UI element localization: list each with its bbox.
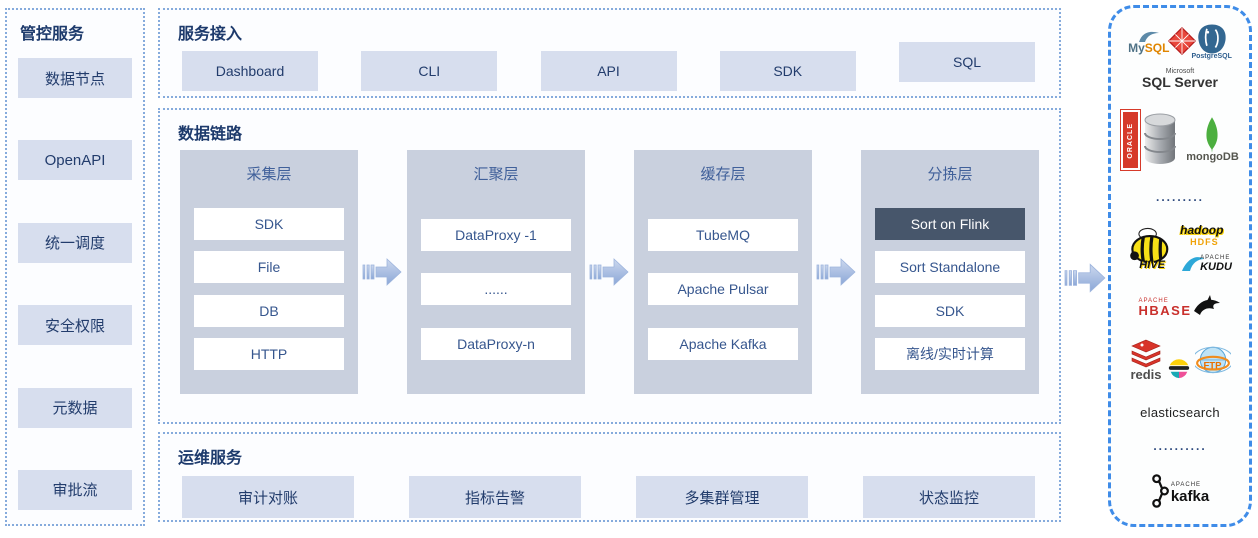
ecosystem-panel: MySQL PostgreSQL Microsoft SQL Server O [1108, 5, 1252, 527]
service-access-panel: 服务接入 Dashboard CLI API SDK SQL [158, 8, 1061, 98]
management-items: 数据节点 OpenAPI 统一调度 安全权限 元数据 审批流 [18, 58, 132, 510]
flow-arrow-icon [816, 258, 856, 286]
microsoft-sqlserver-label: Microsoft SQL Server [1141, 68, 1218, 91]
sort-box-offline-realtime: 离线/实时计算 [875, 338, 1025, 371]
service-access-title: 服务接入 [178, 26, 243, 43]
sidebar-item-approval: 审批流 [18, 469, 132, 510]
management-panel: 管控服务 数据节点 OpenAPI 统一调度 安全权限 元数据 审批流 [5, 8, 145, 526]
data-link-panel: 数据链路 采集层 SDK File DB HTTP 汇聚层 [158, 108, 1061, 424]
flow-arrow-icon [589, 258, 629, 286]
sidebar-item-scheduling: 统一调度 [18, 222, 132, 263]
mongodb-logo: mongoDB [1186, 117, 1239, 163]
access-item-cli: CLI [361, 51, 498, 91]
ops-panel: 运维服务 审计对账 指标告警 多集群管理 状态监控 [158, 432, 1061, 522]
flow-arrow-icon [362, 258, 402, 286]
ops-item-audit: 审计对账 [182, 476, 354, 518]
mysql-logo: MySQL [1128, 30, 1169, 54]
access-item-api: API [540, 51, 677, 91]
column-collection-layer: 采集层 SDK File DB HTTP [180, 150, 358, 394]
sidebar-item-openapi: OpenAPI [18, 140, 132, 181]
collection-box-file: File [194, 251, 344, 284]
data-link-columns: 采集层 SDK File DB HTTP 汇聚层 DataProxy -1 [180, 150, 1039, 394]
ops-item-status-monitor: 状态监控 [863, 476, 1035, 518]
sort-box-sort-standalone: Sort Standalone [875, 251, 1025, 284]
access-item-dashboard: Dashboard [182, 51, 318, 91]
service-access-items: Dashboard CLI API SDK SQL [178, 42, 1059, 91]
collection-box-http: HTTP [194, 338, 344, 371]
kafka-logo: APACHE kafka [1151, 472, 1209, 510]
sqlserver-diamond-icon [1168, 26, 1197, 56]
sort-layer-title: 分拣层 [927, 165, 973, 183]
mysql-dolphin-icon [1138, 31, 1159, 42]
hbase-logo: APACHE HBASE [1138, 295, 1221, 317]
ops-items: 审计对账 指标告警 多集群管理 状态监控 [178, 468, 1059, 518]
storage-logo-row: redis FTP [1129, 339, 1231, 382]
cache-box-pulsar: Apache Pulsar [648, 273, 798, 305]
sidebar-item-data-node: 数据节点 [18, 58, 132, 98]
hive-logo: HIVE [1128, 225, 1176, 271]
aggregation-box-ellipsis: ...... [421, 273, 571, 305]
column-sort-layer: 分拣层 Sort on Flink Sort Standalone SDK 离线… [861, 150, 1039, 394]
collection-layer-title: 采集层 [246, 165, 292, 183]
elasticsearch-label: elasticsearch [1140, 404, 1220, 420]
hive-bee-icon [1130, 227, 1169, 264]
aggregation-layer-title: 汇聚层 [473, 165, 519, 183]
sidebar-item-metadata: 元数据 [18, 387, 132, 428]
collection-box-db: DB [194, 294, 344, 327]
postgresql-logo: PostgreSQL [1191, 22, 1232, 60]
cache-box-tubemq: TubeMQ [648, 218, 798, 251]
column-cache-layer: 缓存层 TubeMQ Apache Pulsar Apache Kafka [634, 150, 812, 394]
sort-box-sort-on-flink: Sort on Flink [875, 207, 1025, 240]
ops-item-metric-alert: 指标告警 [409, 476, 581, 518]
ellipsis-separator: ......... [1155, 189, 1204, 204]
redis-logo: redis [1129, 339, 1163, 382]
kafka-molecule-icon [1151, 474, 1169, 508]
data-link-title: 数据链路 [178, 126, 243, 143]
access-item-sql: SQL [899, 42, 1035, 82]
aggregation-box-dataproxy-1: DataProxy -1 [421, 218, 571, 251]
flow-arrow-icon [1064, 263, 1106, 293]
postgresql-elephant-icon [1197, 24, 1226, 54]
sort-box-sdk: SDK [875, 294, 1025, 327]
kudu-antelope-icon [1182, 257, 1205, 271]
databases-logo-row: MySQL PostgreSQL [1128, 22, 1232, 60]
cache-box-kafka: Apache Kafka [648, 327, 798, 360]
ellipsis-separator: .......... [1153, 438, 1207, 453]
redis-cube-icon [1131, 339, 1161, 368]
cache-layer-title: 缓存层 [700, 165, 746, 183]
management-panel-title: 管控服务 [20, 26, 85, 43]
collection-box-sdk: SDK [194, 207, 344, 240]
column-aggregation-layer: 汇聚层 DataProxy -1 ...... DataProxy-n [407, 150, 585, 394]
access-item-sdk: SDK [719, 51, 856, 91]
oracle-logo: ORACLE [1121, 110, 1141, 171]
hadoop-hdfs-logo: hadoop HDFS [1180, 222, 1224, 247]
sidebar-item-security: 安全权限 [18, 305, 132, 346]
database-cylinder-icon [1144, 113, 1177, 165]
mongodb-leaf-icon [1206, 117, 1219, 154]
oracle-mongodb-row: ORACLE mongoDB [1121, 110, 1239, 171]
bigdata-logo-row: HIVE hadoop HDFS APACHE KUDU [1128, 223, 1232, 273]
ops-title: 运维服务 [178, 450, 243, 467]
hbase-orca-icon [1193, 295, 1220, 316]
elastic-logo [1168, 359, 1190, 378]
aggregation-box-dataproxy-n: DataProxy-n [421, 327, 571, 360]
ops-item-multicluster: 多集群管理 [636, 476, 808, 518]
ftp-globe-logo: FTP [1195, 346, 1231, 373]
kudu-logo: APACHE KUDU [1180, 253, 1232, 273]
svg-text:FTP: FTP [1203, 360, 1222, 371]
hadoop-kudu-stack: hadoop HDFS APACHE KUDU [1180, 223, 1232, 273]
